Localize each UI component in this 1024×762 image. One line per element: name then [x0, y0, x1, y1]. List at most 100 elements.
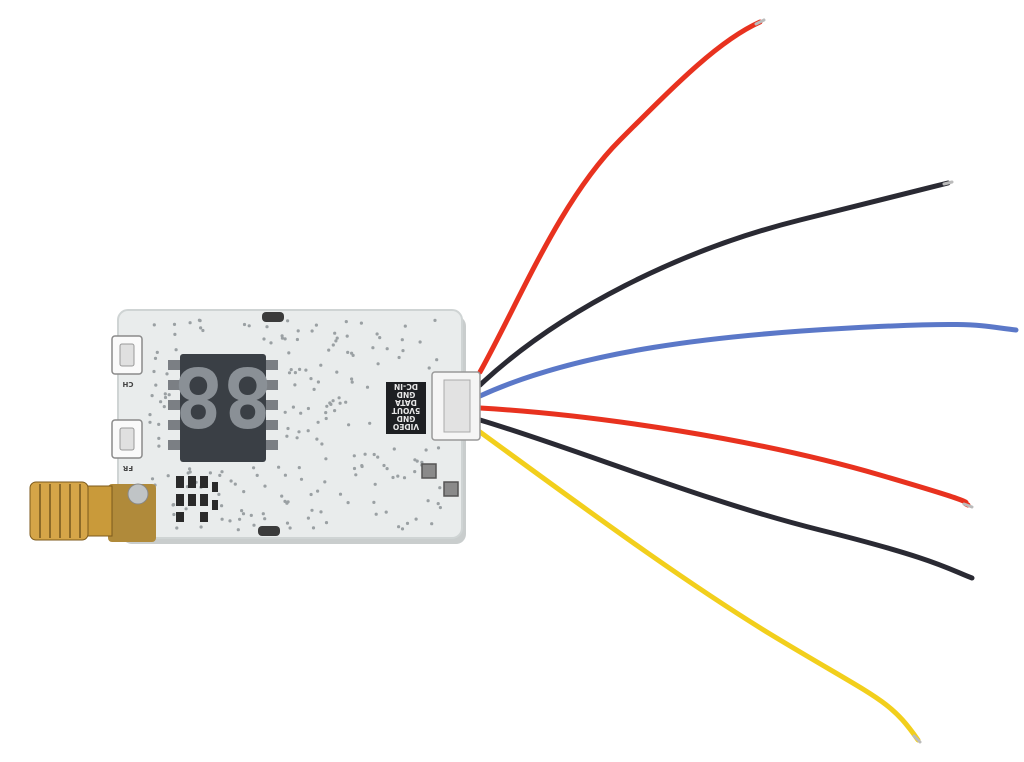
sma-thread-lines	[39, 484, 81, 538]
via-dot	[433, 318, 437, 322]
via-dot	[297, 430, 301, 434]
via-dot	[220, 470, 224, 474]
via-dot	[165, 372, 169, 376]
via-dot	[153, 356, 158, 360]
via-dot	[372, 452, 376, 457]
via-dot	[306, 406, 310, 411]
via-dot	[184, 507, 188, 511]
pin-label: GND	[397, 390, 416, 399]
via-dot	[331, 343, 335, 347]
via-dot	[414, 517, 418, 521]
via-dot	[385, 467, 389, 471]
via-dot	[293, 383, 297, 387]
via-dot	[344, 320, 348, 324]
via-dot	[312, 387, 316, 391]
via-dot	[352, 466, 357, 471]
via-dot	[304, 368, 308, 372]
via-dot	[218, 473, 222, 477]
button-ch-cap[interactable]	[119, 343, 135, 367]
via-dot	[299, 477, 304, 481]
smd-components	[176, 476, 218, 522]
via-dot	[162, 405, 166, 409]
via-dot	[157, 436, 161, 440]
via-dot	[309, 492, 313, 497]
via-dot	[376, 362, 380, 366]
via-dot	[378, 336, 382, 340]
display-body	[180, 354, 266, 462]
via-dot	[346, 501, 350, 505]
via-dot	[405, 521, 410, 526]
via-dot	[436, 502, 440, 506]
via-dot	[337, 396, 341, 400]
via-dot	[163, 395, 168, 400]
via-dot	[285, 521, 290, 525]
via-dot	[286, 426, 290, 431]
via-dot	[171, 503, 175, 507]
via-dot	[163, 392, 167, 396]
via-dot	[315, 437, 319, 441]
via-dot	[255, 473, 259, 477]
via-dot	[283, 337, 287, 341]
via-dot	[283, 410, 287, 414]
via-dot	[262, 337, 266, 341]
via-dot	[316, 420, 320, 424]
via-dot	[188, 470, 192, 474]
red-wire-bottom	[477, 405, 971, 508]
via-dot	[324, 457, 328, 461]
via-dot	[289, 368, 293, 372]
via-dot	[335, 370, 339, 374]
via-dot	[208, 471, 212, 475]
pin-label: GND	[397, 414, 416, 423]
via-dot	[288, 526, 292, 530]
via-dot	[347, 423, 351, 427]
via-dot	[413, 458, 417, 462]
button-fr-cap[interactable]	[119, 427, 135, 451]
via-dot	[263, 517, 267, 521]
via-dot	[280, 494, 284, 498]
via-dot	[438, 506, 442, 510]
via-dot	[198, 319, 202, 323]
via-dot	[401, 349, 405, 353]
via-dot	[397, 525, 401, 529]
via-dot	[310, 329, 314, 333]
pin-label: 5VOUT	[391, 406, 420, 415]
via-dot	[400, 338, 404, 342]
via-dot	[311, 526, 316, 530]
pin-label: DC-IN	[394, 382, 418, 391]
button-fr[interactable]: FR	[111, 419, 143, 472]
via-dot	[316, 380, 320, 384]
via-dot	[241, 512, 246, 516]
via-dot	[157, 422, 161, 426]
via-dot	[413, 470, 417, 474]
via-dot	[338, 492, 343, 496]
wire-tip	[754, 18, 766, 26]
via-dot	[438, 486, 442, 490]
via-dot	[324, 521, 329, 525]
via-dot	[261, 512, 265, 516]
via-dot	[400, 527, 405, 531]
button-ch[interactable]: CH	[111, 335, 143, 388]
via-dot	[346, 350, 350, 354]
via-dot	[199, 326, 203, 330]
sma-body	[85, 485, 113, 537]
via-dot	[375, 332, 379, 336]
via-dot	[297, 466, 301, 470]
via-dot	[286, 500, 290, 504]
via-dot	[359, 321, 363, 325]
via-dot	[166, 474, 170, 478]
ic-chip	[386, 382, 426, 434]
via-dot	[280, 336, 284, 340]
via-dot	[263, 484, 267, 488]
via-dot	[335, 336, 339, 340]
via-dot	[252, 466, 256, 470]
via-dot	[397, 355, 401, 360]
via-dot	[220, 504, 224, 508]
via-dot	[427, 366, 431, 370]
smd-pad	[443, 481, 459, 497]
via-dot	[175, 526, 179, 530]
via-dot	[351, 353, 355, 357]
via-dot	[172, 322, 177, 326]
via-dot	[172, 512, 176, 517]
via-dot	[150, 477, 155, 481]
via-dot	[229, 479, 233, 483]
